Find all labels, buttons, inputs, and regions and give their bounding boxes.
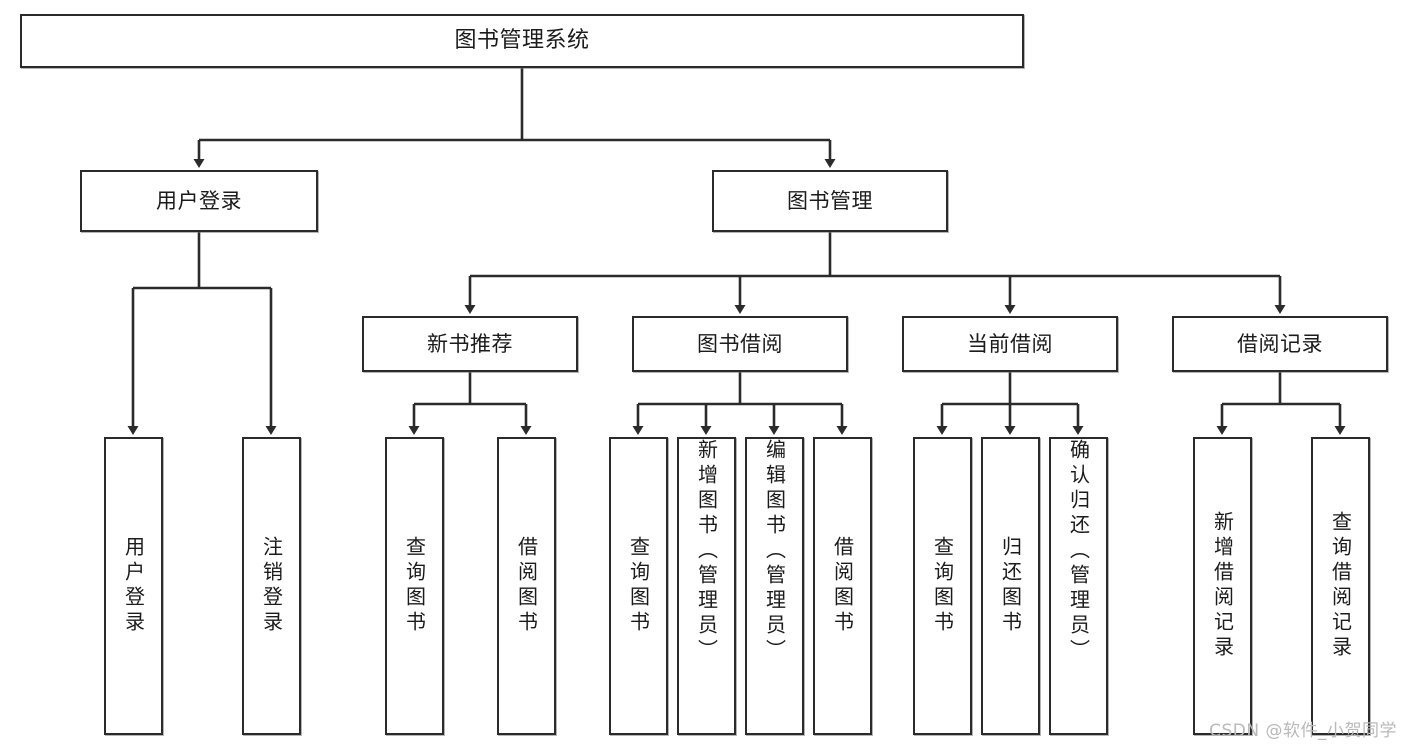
leaf-add-book[interactable]: 新增图书（管理员） <box>677 437 736 735</box>
node-label: 新增图书（管理员） <box>694 439 719 664</box>
leaf-query-book-3[interactable]: 查询图书 <box>913 437 972 735</box>
node-label: 借阅图书 <box>830 536 855 636</box>
watermark: CSDN @软件_小贺同学 <box>1209 721 1397 741</box>
node-label: 用户登录 <box>121 536 146 636</box>
node-root-system[interactable]: 图书管理系统 <box>20 14 1024 68</box>
node-borrow-record[interactable]: 借阅记录 <box>1172 316 1388 372</box>
leaf-add-record[interactable]: 新增借阅记录 <box>1193 437 1252 735</box>
node-book-borrow[interactable]: 图书借阅 <box>632 316 848 372</box>
node-label: 确认归还（管理员） <box>1066 439 1091 664</box>
leaf-return-book[interactable]: 归还图书 <box>981 437 1040 735</box>
node-label: 归还图书 <box>998 536 1023 636</box>
node-book-manage[interactable]: 图书管理 <box>712 170 948 232</box>
node-label: 查询图书 <box>626 536 651 636</box>
leaf-user-login[interactable]: 用户登录 <box>104 437 163 735</box>
node-label: 图书管理系统 <box>454 28 590 54</box>
leaf-confirm-return[interactable]: 确认归还（管理员） <box>1049 437 1108 735</box>
node-label: 新书推荐 <box>427 331 513 356</box>
leaf-user-logout[interactable]: 注销登录 <box>242 437 301 735</box>
node-label: 查询借阅记录 <box>1328 511 1353 661</box>
node-user-login[interactable]: 用户登录 <box>80 170 318 232</box>
node-label: 图书管理 <box>787 188 873 213</box>
node-label: 图书借阅 <box>697 331 783 356</box>
node-label: 注销登录 <box>259 536 284 636</box>
node-label: 借阅记录 <box>1237 331 1323 356</box>
leaf-edit-book[interactable]: 编辑图书（管理员） <box>745 437 804 735</box>
node-label: 编辑图书（管理员） <box>762 439 787 664</box>
leaf-borrow-book-2[interactable]: 借阅图书 <box>813 437 872 735</box>
node-label: 新增借阅记录 <box>1210 511 1235 661</box>
leaf-query-book-2[interactable]: 查询图书 <box>609 437 668 735</box>
leaf-borrow-book-1[interactable]: 借阅图书 <box>497 437 556 735</box>
leaf-query-record[interactable]: 查询借阅记录 <box>1311 437 1370 735</box>
node-label: 查询图书 <box>402 536 427 636</box>
node-label: 借阅图书 <box>514 536 539 636</box>
node-label: 查询图书 <box>930 536 955 636</box>
node-label: 用户登录 <box>156 188 242 213</box>
leaf-query-book-1[interactable]: 查询图书 <box>385 437 444 735</box>
node-new-book-rec[interactable]: 新书推荐 <box>362 316 578 372</box>
node-current-borrow[interactable]: 当前借阅 <box>902 316 1118 372</box>
node-label: 当前借阅 <box>967 331 1053 356</box>
